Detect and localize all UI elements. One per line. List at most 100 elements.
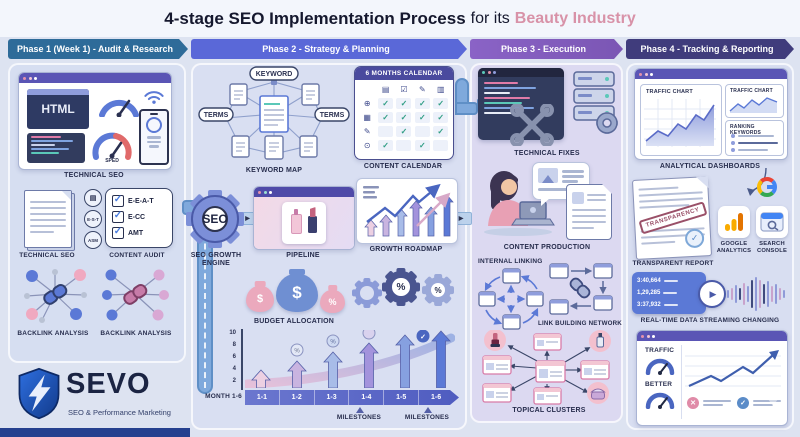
keyword-bubble-label: KEYWORD <box>256 71 293 78</box>
window-dot-icon <box>493 71 496 74</box>
bottom-brand-bar <box>0 428 190 437</box>
realtime-streaming-label: REAL-TIME DATA STREAMING CHANGING <box>640 317 780 324</box>
money-bag-symbol: $ <box>292 283 302 302</box>
calendar-cell <box>378 139 394 151</box>
calendar-cell <box>414 97 430 109</box>
est-badge: E-S-T <box>84 210 102 228</box>
calendar-cell <box>433 125 449 137</box>
doc-fold-corner <box>602 184 612 194</box>
pen-icon <box>419 85 426 94</box>
timeline-segment: 1-5 <box>384 390 419 405</box>
writer-illustration <box>484 171 555 236</box>
server-stack-icon <box>573 71 618 134</box>
metric-row: 1,29,285 <box>632 287 706 299</box>
y-axis-tick: 4 <box>232 366 236 372</box>
timeline-bar: 1-1 1-2 1-3 1-4 1-5 1-6 <box>245 390 459 405</box>
doc-line <box>30 207 66 209</box>
technical-seo-browser-window: HTML SPED <box>18 72 172 170</box>
technical-seo-label: TECHNICAL SEO <box>64 172 124 179</box>
window-dot-icon <box>644 72 648 76</box>
code-line <box>484 92 510 94</box>
code-line <box>31 152 59 154</box>
phone-speaker <box>150 113 158 115</box>
internal-linking-diagram <box>478 268 544 330</box>
status-lines <box>703 398 731 408</box>
phone-line <box>147 136 161 139</box>
status-bar <box>703 403 723 407</box>
doc-fold-corner <box>695 176 709 189</box>
doc-line <box>587 199 606 201</box>
phase3-ribbon: Phase 3 - Execution <box>470 39 623 59</box>
transparent-report-doc: TRANSPARENCY <box>631 176 713 260</box>
clipboard-badge-icon <box>84 189 102 207</box>
window-dot-icon <box>23 76 26 80</box>
metric-bar <box>663 304 678 306</box>
budget-allocation-label: BUDGET ALLOCATION <box>253 318 334 325</box>
metric-bar <box>663 280 678 282</box>
phone-line <box>147 140 161 143</box>
sc-glyph <box>760 212 784 232</box>
y-axis-line <box>241 329 243 390</box>
analytical-dashboards-label: ANALYTICAL DASHBOARDS <box>659 163 761 170</box>
window-dot-icon <box>269 190 272 194</box>
doc-line <box>30 201 66 203</box>
bullet-icon <box>731 134 735 138</box>
traffic-chart-title: TRAFFIC CHART <box>646 89 693 95</box>
google-analytics-label: GOOGLE ANALYTICS <box>716 241 752 254</box>
calendar-cell <box>433 111 449 123</box>
milestone-marker-icon <box>424 407 432 413</box>
code-editor-body <box>478 77 564 119</box>
terms-bubble-label: TERMS <box>320 112 345 119</box>
status-lines <box>753 398 781 408</box>
keyword-row <box>731 134 774 138</box>
window-dot-icon <box>646 334 650 338</box>
percent-gear-icon <box>352 278 382 308</box>
seo-gear-label-wrap: SEO <box>201 205 229 233</box>
window-dot-icon <box>639 72 642 76</box>
content-audit-label: CONTENT AUDIT <box>109 252 165 259</box>
calendar-cell <box>396 111 412 123</box>
terms-bubble-label: TERMS <box>204 112 229 119</box>
sevo-shield-logo <box>18 367 60 420</box>
doc-line <box>572 215 606 217</box>
doc-line <box>572 209 606 211</box>
check-circle-icon <box>737 397 749 409</box>
calendar-cell <box>378 111 394 123</box>
title-bar: 4-stage SEO Implementation Process for i… <box>0 0 800 37</box>
backlink-network-icon <box>24 269 87 323</box>
doc-image-box <box>572 192 584 204</box>
sevo-tagline: SEO & Performance Marketing <box>68 408 171 417</box>
traffic-monitor-window: TRAFFIC BETTER <box>636 330 788 426</box>
doc-line <box>638 186 679 191</box>
calendar-cell <box>414 111 430 123</box>
status-bar <box>703 399 731 403</box>
traffic-chart-small-card: TRAFFIC CHART <box>725 84 784 118</box>
verified-seal-icon <box>684 228 705 249</box>
ga-bars <box>725 213 743 231</box>
code-line <box>31 136 61 138</box>
checklist-item-label: E-CC <box>128 213 146 221</box>
milestone-arrows-chart: % % ✓ <box>245 330 455 388</box>
lipstick-base-icon <box>308 216 317 233</box>
traffic-chart-small-title: TRAFFIC CHART <box>730 88 773 94</box>
status-bar <box>753 399 781 403</box>
code-line <box>484 112 514 114</box>
code-line <box>484 87 536 89</box>
pipeline-window <box>253 186 355 250</box>
decorative-chevron <box>760 388 786 406</box>
sevo-name: SEVO <box>66 368 151 400</box>
timeline-segment: 1-2 <box>280 390 315 405</box>
checklist-item-label: AMT <box>128 229 144 237</box>
window-dot-icon <box>34 76 37 80</box>
speedometer-icon: SPED <box>92 132 132 163</box>
y-axis-tick: 6 <box>232 354 236 360</box>
article-scroll-icon <box>566 184 612 240</box>
gear-percent-wrap: % <box>392 278 410 296</box>
code-line <box>484 82 518 84</box>
pipe-elbow <box>455 102 478 115</box>
bubble-line <box>562 180 578 183</box>
page-title-connector: for its <box>470 9 510 27</box>
bullet-icon <box>731 141 735 145</box>
speech-bubble <box>532 162 590 206</box>
paperclip-icon <box>364 127 371 136</box>
